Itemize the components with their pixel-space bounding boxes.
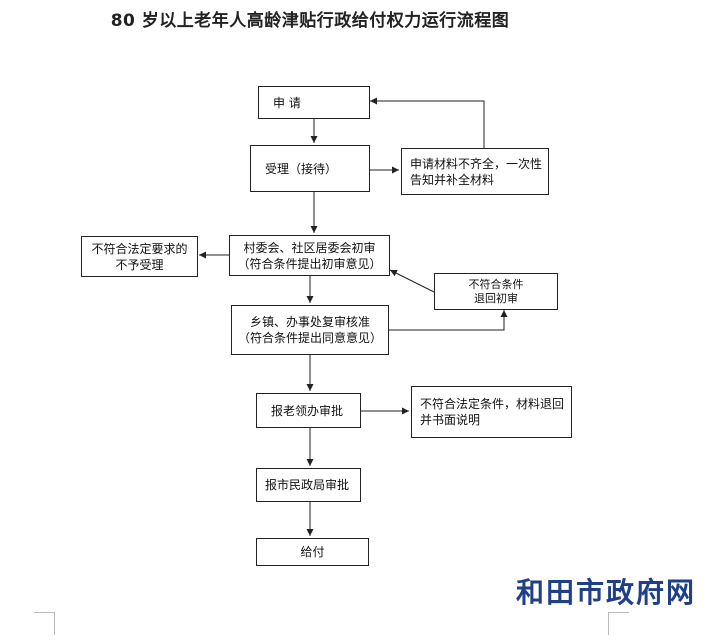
node-apply: 申 请 bbox=[258, 86, 370, 119]
node-accept: 受理（接待） bbox=[250, 145, 370, 192]
page-corner-mark-left bbox=[34, 612, 55, 635]
node-village: 村委会、社区居委会初审 （符合条件提出初审意见） bbox=[229, 235, 390, 276]
arrow-township-to-return bbox=[389, 310, 508, 331]
node-payment: 给付 bbox=[256, 538, 369, 566]
node-village-line2: （符合条件提出初审意见） bbox=[237, 256, 382, 271]
node-accept-label: 受理（接待） bbox=[265, 161, 338, 176]
node-return-written: 不符合法定条件，材料退回 并书面说明 bbox=[411, 386, 572, 438]
site-watermark: 和田市政府网 bbox=[516, 576, 697, 609]
node-incomplete-line2: 告知并补全材料 bbox=[410, 172, 495, 187]
node-township-line2: （符合条件提出同意意见） bbox=[237, 331, 382, 345]
node-incomplete: 申请材料不齐全，一次性 告知并补全材料 bbox=[401, 148, 549, 195]
arrow-incomplete-to-apply bbox=[370, 97, 485, 148]
node-incomplete-line1: 申请材料不齐全，一次性 bbox=[410, 156, 543, 171]
node-return-initial: 不符合条件 退回初审 bbox=[434, 273, 558, 310]
page-title: 80 岁以上老年人高龄津贴行政给付权力运行流程图 bbox=[110, 11, 510, 31]
node-return-line1: 不符合条件 bbox=[468, 277, 524, 291]
node-village-line1: 村委会、社区居委会初审 bbox=[243, 240, 376, 255]
node-city: 报市民政局审批 bbox=[256, 468, 361, 502]
node-township-line1: 乡镇、办事处复审核准 bbox=[249, 315, 370, 329]
page-corner-mark-right bbox=[608, 612, 629, 635]
node-payment-label: 给付 bbox=[300, 545, 325, 559]
node-return-line2: 退回初审 bbox=[474, 291, 518, 305]
node-reject-initial: 不符合法定要求的 不予受理 bbox=[81, 236, 198, 277]
node-reject-line2: 不予受理 bbox=[115, 257, 164, 272]
arrow-return-to-village bbox=[389, 269, 435, 293]
node-city-label: 报市民政局审批 bbox=[265, 478, 350, 492]
node-township: 乡镇、办事处复审核准 （符合条件提出同意意见） bbox=[231, 305, 389, 355]
node-written-line2: 并书面说明 bbox=[420, 413, 481, 427]
node-county: 报老领办审批 bbox=[256, 393, 361, 428]
node-apply-label: 申 请 bbox=[273, 95, 301, 110]
node-written-line1: 不符合法定条件，材料退回 bbox=[420, 397, 565, 411]
node-county-label: 报老领办审批 bbox=[271, 403, 344, 418]
node-reject-line1: 不符合法定要求的 bbox=[91, 241, 188, 256]
